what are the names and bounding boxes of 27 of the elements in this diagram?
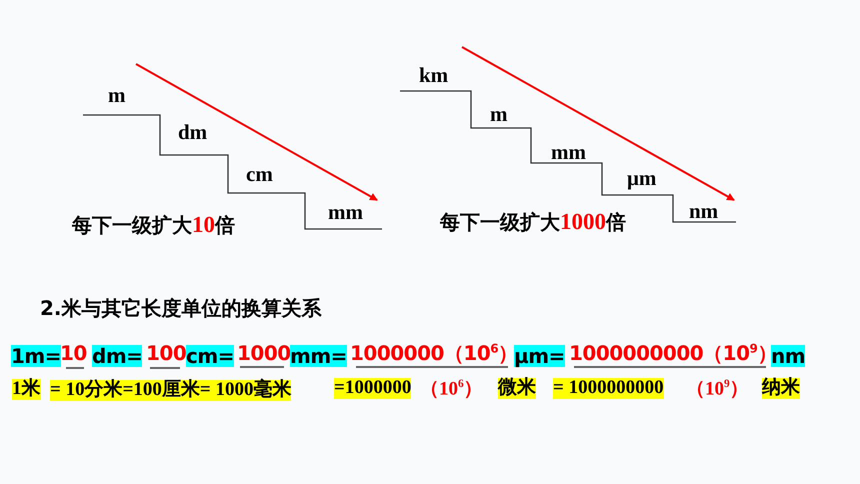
unit-label: μm (627, 167, 656, 190)
unit-text: dm= (92, 345, 142, 367)
equation-text: 1米 (12, 379, 40, 400)
unit-label: cm (246, 163, 273, 186)
unit-label: mm (551, 141, 586, 164)
unit-text: μm= (514, 345, 565, 367)
unit-label: km (419, 64, 448, 88)
answer-text: 10 (60, 342, 87, 364)
answer-text: 1000 (237, 342, 291, 364)
unit-label: m (490, 103, 508, 126)
answer-text: 100 (146, 342, 186, 364)
unit-text: mm= (290, 345, 347, 367)
caption: 每下一级扩大10倍 (72, 212, 235, 238)
unit-text: cm= (186, 345, 234, 367)
equation-text: =1000000 (334, 378, 412, 399)
unit-label: nm (689, 200, 718, 224)
exponent-text: （10$^{6}$） (420, 378, 483, 400)
caption: 每下一级扩大1000倍 (440, 209, 626, 234)
equation-text: = 1000000000 (553, 378, 664, 399)
exponent-text: （10$^{9}$） (686, 378, 749, 400)
unit-label: mm (328, 201, 363, 224)
section-heading: 2.米与其它长度单位的换算关系 (40, 297, 322, 319)
equation-text: 纳米 (762, 378, 800, 399)
equation-text: 微米 (498, 378, 536, 399)
unit-label: m (108, 84, 126, 108)
unit-label: dm (178, 121, 208, 144)
unit-text: 1m= (11, 345, 62, 367)
